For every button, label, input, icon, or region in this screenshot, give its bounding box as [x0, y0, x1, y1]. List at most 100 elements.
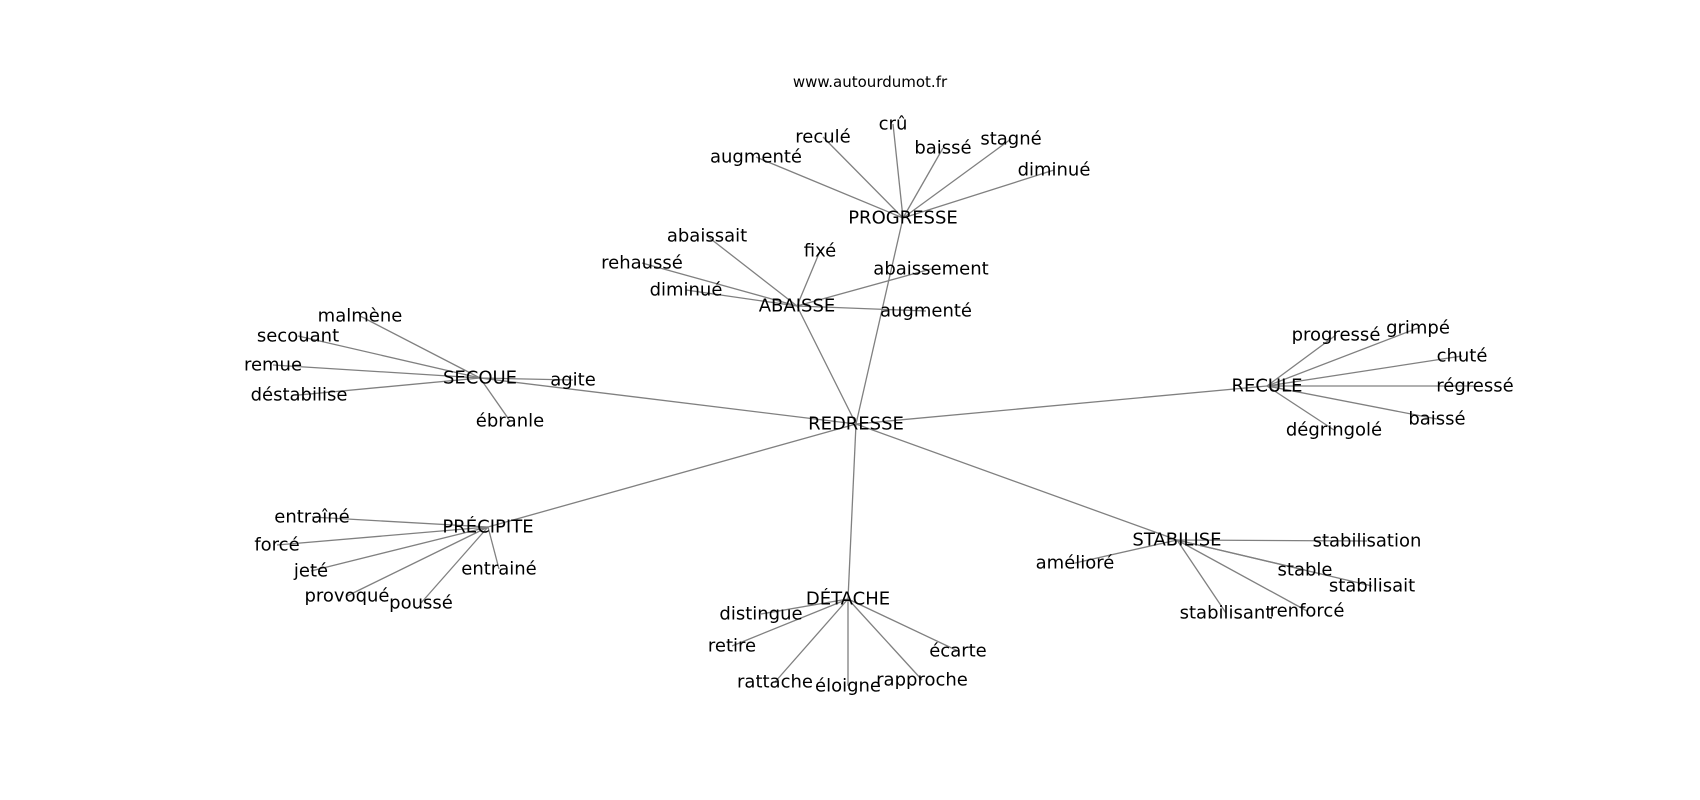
edge-2-3 — [298, 377, 481, 396]
edge-4-1 — [276, 526, 489, 546]
edge-3-0 — [1266, 334, 1337, 387]
word-node-label: ébranle — [476, 411, 544, 432]
word-node-label: amélioré — [1036, 553, 1115, 574]
word-node-label: déstabilise — [251, 385, 348, 406]
word-node-label: reculé — [795, 127, 850, 148]
edge-4-3 — [346, 526, 489, 597]
word-node-label: entrainé — [461, 559, 536, 580]
edge-1-5 — [796, 305, 927, 312]
edge-5-4 — [1176, 539, 1308, 612]
edge-1-4 — [796, 268, 932, 307]
word-node-label: éloigne — [815, 676, 881, 697]
word-node-label: augmenté — [710, 147, 802, 168]
edge-5-3 — [1176, 539, 1373, 587]
word-node-label: diminué — [650, 280, 723, 301]
word-node-label: stabilisant — [1180, 603, 1273, 624]
edge-0-4 — [902, 138, 1012, 219]
word-node-label: diminué — [1018, 160, 1091, 181]
edge-1-2 — [641, 262, 798, 307]
word-node-label: baissé — [914, 138, 971, 159]
word-node-label: chuté — [1437, 346, 1488, 367]
edge-2-4 — [479, 377, 574, 381]
edge-0-1 — [822, 136, 904, 219]
word-node-label: fixé — [804, 241, 837, 262]
word-node-label: régressé — [1436, 376, 1513, 397]
edge-6-4 — [847, 598, 923, 681]
edge-6-0 — [760, 598, 849, 615]
word-node-label: entraîné — [274, 507, 349, 528]
word-node-label: crû — [879, 114, 908, 135]
edge-2-0 — [359, 315, 481, 379]
word-node-label: rattache — [737, 672, 813, 693]
word-node-label: jeté — [293, 561, 328, 582]
edge-6-5 — [847, 598, 959, 652]
word-node-label: progressé — [1292, 325, 1381, 346]
labels-layer: REDRESSEPROGRESSEaugmentéreculécrûbaissé… — [244, 114, 1514, 697]
cluster-node-label: STABILISE — [1132, 530, 1221, 551]
word-node-label: abaissement — [873, 259, 988, 280]
cluster-node-label: ABAISSE — [759, 296, 836, 317]
edge-2-1 — [297, 335, 481, 379]
site-url: www.autourdumot.fr — [792, 73, 948, 91]
word-node-label: malmène — [318, 306, 403, 327]
cluster-node-label: PRÉCIPITE — [442, 516, 533, 538]
word-node-label: distingue — [719, 604, 802, 625]
edge-4-2 — [310, 526, 489, 572]
edge-3-5 — [1266, 385, 1335, 431]
edge-3-2 — [1266, 355, 1463, 387]
edge-root-5 — [855, 423, 1178, 541]
edge-0-2 — [892, 123, 904, 219]
edge-root-0 — [855, 217, 904, 425]
edge-1-1 — [796, 250, 821, 307]
edge-4-4 — [420, 526, 489, 604]
edge-3-4 — [1266, 385, 1438, 420]
word-node-label: renforcé — [1270, 601, 1345, 622]
word-node-label: augmenté — [880, 301, 972, 322]
edge-root-2 — [479, 377, 857, 425]
word-node-label: stable — [1278, 560, 1333, 581]
edge-root-4 — [487, 423, 857, 528]
word-node-label: provoqué — [304, 586, 389, 607]
edge-3-1 — [1266, 327, 1419, 387]
word-node-label: remue — [244, 355, 302, 376]
edge-0-5 — [902, 169, 1055, 219]
edge-0-3 — [902, 147, 944, 219]
edge-root-3 — [855, 385, 1268, 425]
word-node-label: forcé — [254, 535, 299, 556]
word-node-label: retire — [708, 636, 756, 657]
edge-root-6 — [847, 423, 857, 600]
cluster-node-label: DÉTACHE — [806, 588, 890, 610]
word-node-label: rehaussé — [601, 253, 683, 274]
word-node-label: dégringolé — [1286, 420, 1382, 441]
edge-0-0 — [755, 156, 904, 219]
edge-5-1 — [1074, 539, 1178, 564]
word-node-label: poussé — [389, 593, 453, 614]
edge-5-5 — [1176, 539, 1227, 614]
edge-2-2 — [272, 364, 481, 379]
edge-6-2 — [774, 598, 849, 683]
edge-5-0 — [1176, 539, 1368, 542]
cluster-node-label: RECULE — [1231, 376, 1302, 397]
word-node-label: stabilisait — [1329, 576, 1415, 597]
edge-4-0 — [311, 516, 489, 528]
cluster-node-label: SECOUE — [443, 368, 517, 389]
word-node-label: écarte — [929, 641, 987, 662]
edges-layer — [272, 123, 1475, 686]
edge-1-3 — [685, 289, 798, 307]
root-node-label: REDRESSE — [808, 414, 904, 435]
word-node-label: stabilisation — [1313, 531, 1422, 552]
edge-4-5 — [487, 526, 500, 570]
edge-6-1 — [731, 598, 849, 647]
cluster-node-label: PROGRESSE — [848, 208, 958, 229]
word-node-label: abaissait — [667, 226, 747, 247]
edge-2-5 — [479, 377, 511, 422]
word-node-label: secouant — [257, 326, 339, 347]
edge-root-1 — [796, 305, 857, 425]
word-node-label: rapproche — [876, 670, 968, 691]
word-node-label: grimpé — [1386, 318, 1450, 339]
word-node-label: stagné — [980, 129, 1041, 150]
word-node-label: agite — [550, 370, 596, 391]
word-node-label: baissé — [1408, 409, 1465, 430]
